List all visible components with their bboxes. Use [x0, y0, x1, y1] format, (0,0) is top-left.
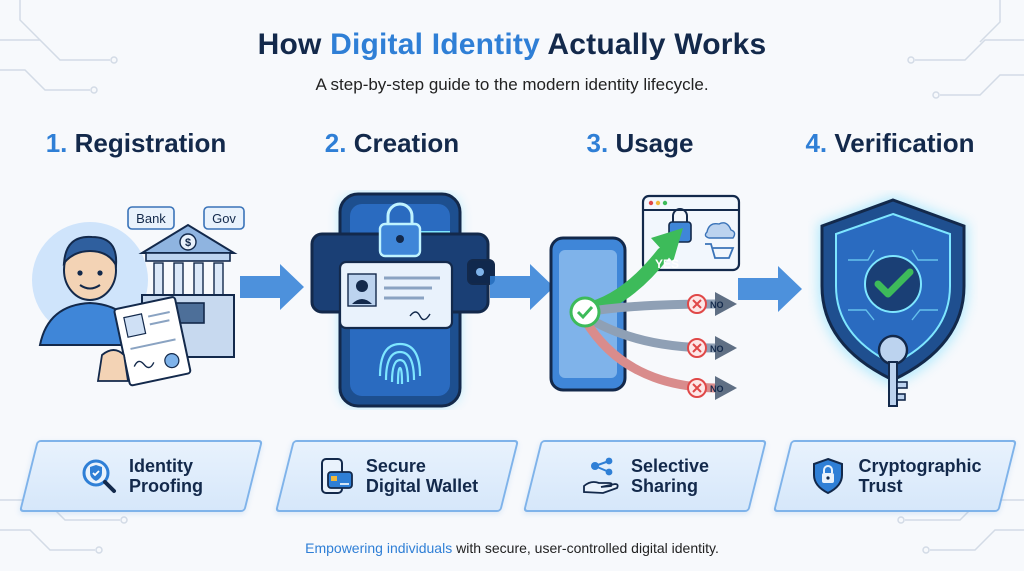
no-label-1: NO [710, 300, 724, 310]
no-label-2: NO [710, 344, 724, 354]
step-3-name: Usage [615, 128, 694, 158]
flow-arrow-2 [490, 264, 554, 310]
magnifier-shield-icon [82, 459, 116, 493]
flow-arrow-3 [738, 266, 802, 312]
step-4-name: Verification [834, 128, 975, 158]
card-selective-sharing: Selective Sharing [523, 440, 767, 512]
id-document [113, 296, 192, 387]
card-secure-digital-wallet: Secure Digital Wallet [275, 440, 519, 512]
title-suffix: Actually Works [539, 28, 767, 61]
currency-symbol: $ [185, 237, 191, 249]
usage-illustration: YES NO NO NO [549, 194, 741, 400]
gov-bubble [203, 206, 245, 230]
checkmark-icon [874, 268, 914, 298]
step-1-number: 1. [45, 128, 68, 158]
no-badge-3: NO [687, 378, 724, 398]
fingerprint-icon [378, 342, 422, 385]
verification-illustration [818, 196, 968, 407]
page-title: How Digital Identity Actually Works [0, 28, 1024, 62]
footer-tagline: Empowering individuals with secure, user… [0, 540, 1024, 556]
card-label-identity-proofing: Identity Proofing [129, 456, 203, 496]
card-identity-proofing: Identity Proofing [19, 440, 263, 512]
step-3-number: 3. [586, 128, 609, 158]
wallet-card-icon [320, 458, 353, 494]
step-2-heading: 2. Creation [264, 128, 520, 159]
step-2-name: Creation [353, 128, 460, 158]
key-icon [877, 334, 909, 366]
title-prefix: How [257, 28, 331, 61]
step-3-heading: 3. Usage [512, 128, 768, 159]
yes-label: YES [655, 257, 679, 271]
page-subtitle: A step-by-step guide to the modern ident… [315, 75, 709, 94]
card-label-secure-digital-wallet: Secure Digital Wallet [365, 456, 479, 496]
person-hair [62, 235, 118, 269]
step-4-heading: 4. Verification [762, 128, 1018, 159]
footer-rest: with secure, user-controlled digital ide… [452, 540, 719, 556]
hand-share-icon [583, 457, 619, 494]
bank-label: Bank [136, 211, 166, 226]
footer-accent: Empowering individuals [305, 540, 453, 556]
check-icon [569, 296, 601, 328]
step-1-heading: 1. Registration [8, 128, 264, 159]
hand [96, 349, 130, 382]
title-accent: Digital Identity [330, 28, 540, 61]
no-badge-2: NO [687, 338, 724, 358]
step-2-number: 2. [324, 128, 347, 158]
no-label-3: NO [710, 384, 724, 394]
registration-illustration: Bank Gov $ [32, 206, 245, 387]
card-label-selective-sharing: Selective Sharing [630, 456, 710, 496]
step-4-number: 4. [805, 128, 828, 158]
card-label-cryptographic-trust: Cryptographic Trust [858, 456, 982, 496]
shield-lock-icon [813, 457, 844, 495]
bank-bubble [127, 206, 175, 230]
card-cryptographic-trust: Cryptographic Trust [773, 440, 1017, 512]
step-1-name: Registration [74, 128, 227, 158]
creation-illustration [310, 192, 495, 408]
no-badge-1: NO [687, 294, 724, 314]
gov-label: Gov [212, 211, 236, 226]
flow-arrow-1 [240, 264, 304, 310]
